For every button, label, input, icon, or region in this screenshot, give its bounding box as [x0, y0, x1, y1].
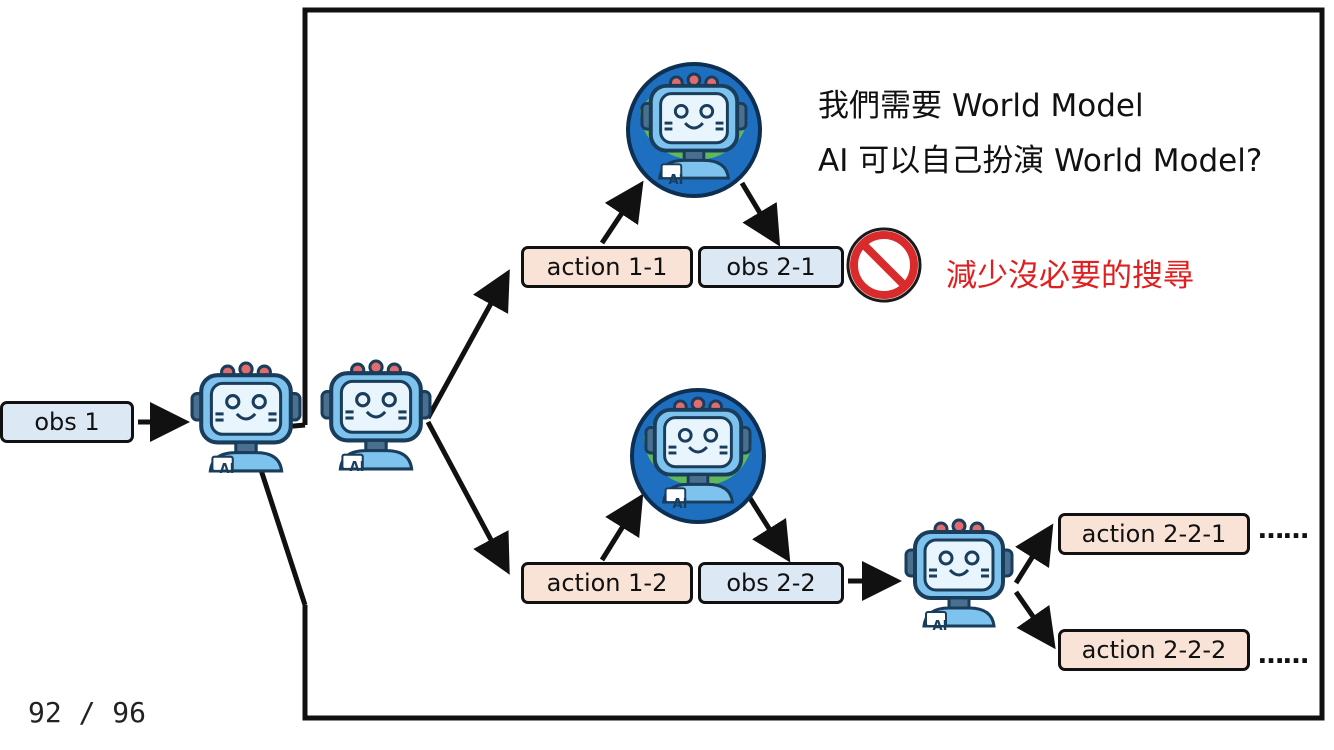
obs-2-2-box: obs 2-2: [698, 562, 844, 604]
continuation-dots: ……: [1258, 640, 1309, 670]
arrow-action-1-2-to-world-model: [599, 493, 644, 562]
action-1-1-box: action 1-1: [521, 246, 693, 288]
robot-badge: AI: [673, 497, 688, 512]
note-need-world-model: 我們需要 World Model: [818, 88, 1144, 124]
robot-badge: AI: [350, 460, 365, 475]
arrow-world-model-to-obs-2-2: [745, 493, 791, 563]
robot-badge: AI: [669, 173, 684, 188]
search-frame: [302, 7, 1325, 721]
note-reduce-search: 減少沒必要的搜尋: [946, 258, 1194, 294]
robot-badge: AI: [220, 462, 235, 477]
page-total: 96: [112, 696, 147, 729]
robot-icon: [192, 363, 300, 471]
arrow-ai-to-action-1-1: [425, 269, 510, 420]
obs-2-1-box: obs 2-1: [698, 246, 844, 288]
robot-icon: [906, 520, 1012, 626]
page-number: 92 / 96: [28, 696, 146, 729]
page-current: 92: [28, 696, 62, 729]
note-ai-as-world-model: AI 可以自己扮演 World Model?: [818, 143, 1263, 179]
action-2-2-2-box: action 2-2-2: [1058, 629, 1250, 671]
page-separator: /: [78, 696, 96, 729]
action-1-2-box: action 1-2: [521, 562, 693, 604]
robot-icon: [322, 361, 430, 469]
prohibited-icon: [846, 227, 922, 303]
continuation-dots: ……: [1258, 515, 1309, 545]
arrow-world-model-to-obs-2-1: [739, 181, 781, 247]
arrow-ai-to-action-2-2-1: [1013, 523, 1054, 585]
arrow-ai-to-action-1-2: [425, 420, 510, 575]
action-2-2-1-box: action 2-2-1: [1058, 513, 1250, 555]
arrow-ai-to-action-2-2-2: [1013, 590, 1056, 650]
obs-1-box: obs 1: [0, 401, 134, 443]
arrow-action-1-1-to-world-model: [599, 180, 644, 245]
robot-badge: AI: [933, 619, 948, 634]
